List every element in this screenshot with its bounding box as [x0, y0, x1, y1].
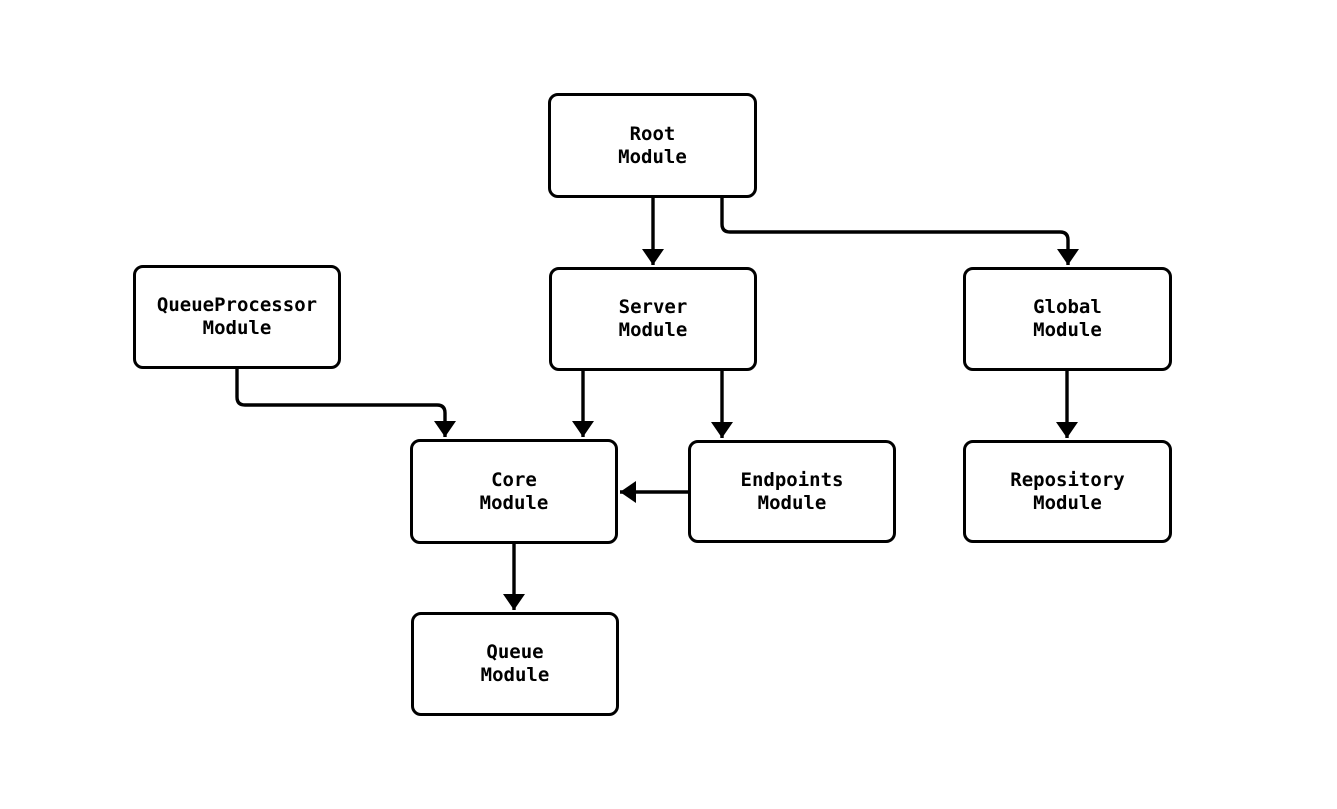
node-global: Global Module: [963, 267, 1172, 371]
edge-queueprocessor-to-core: [235, 369, 456, 437]
node-core: Core Module: [410, 439, 618, 544]
edge-root-to-global: [720, 198, 1079, 265]
node-label: Repository Module: [1010, 468, 1125, 514]
node-label: Global Module: [1033, 296, 1102, 341]
node-server: Server Module: [549, 267, 757, 371]
node-repository: Repository Module: [963, 440, 1172, 543]
node-queue: Queue Module: [411, 612, 619, 716]
node-label: Root Module: [618, 122, 687, 168]
node-label: Endpoints Module: [740, 468, 844, 514]
node-label: Server Module: [618, 296, 688, 341]
node-queueprocessor: QueueProcessor Module: [133, 265, 341, 369]
node-root: Root Module: [548, 93, 757, 198]
node-label: QueueProcessor Module: [156, 294, 318, 339]
node-label: Queue Module: [480, 641, 550, 686]
node-label: Core Module: [479, 468, 549, 514]
node-endpoints: Endpoints Module: [688, 440, 896, 543]
